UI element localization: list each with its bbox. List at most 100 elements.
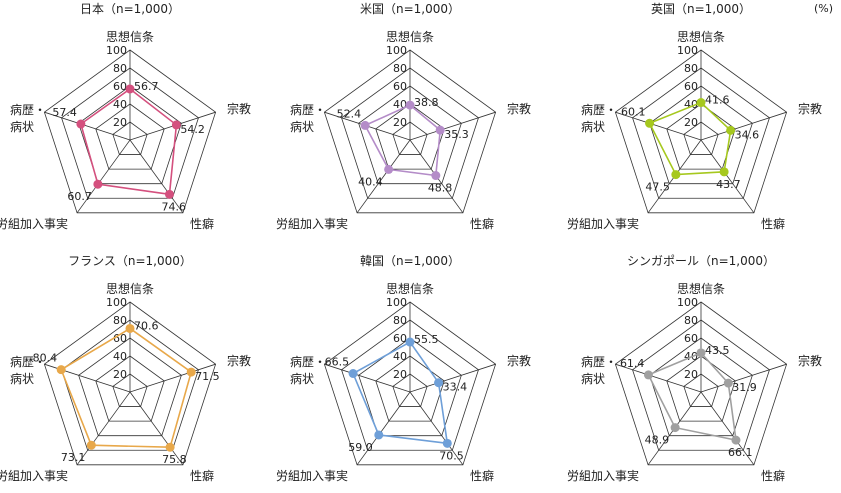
tick-label: 60 <box>393 80 407 93</box>
chart-title: 英国（n=1,000） <box>651 2 751 16</box>
axis-spoke <box>129 391 184 466</box>
data-point <box>435 125 445 135</box>
data-label: 75.8 <box>162 453 187 466</box>
axis-label: 労組加入事実 <box>276 468 348 483</box>
grid-ring <box>358 85 462 185</box>
axis-spoke <box>409 111 496 141</box>
axis-label: 宗教 <box>227 101 251 116</box>
grid-ring <box>61 319 199 451</box>
grid-ring <box>683 121 719 155</box>
tick-label: 100 <box>106 44 127 57</box>
axis-spoke <box>700 391 755 466</box>
axis-label: 思想信条 <box>106 281 154 296</box>
radar-chart-6: 2040608010043.531.966.148.961.4思想信条宗教性癖労… <box>567 254 822 483</box>
axis-label: 労組加入事実 <box>276 216 348 231</box>
grid-ring <box>649 337 753 437</box>
axis-label: 病歴・病状 <box>290 354 326 386</box>
series-line <box>79 87 178 196</box>
grid-ring <box>112 121 148 155</box>
grid-ring <box>341 67 479 199</box>
chart-title: フランス（n=1,000） <box>68 254 192 268</box>
axis-spoke <box>324 363 411 393</box>
grid-ring <box>632 319 770 451</box>
series-line <box>364 104 442 177</box>
axis-label: 病歴・病状 <box>581 102 617 134</box>
data-point <box>171 120 181 130</box>
grid-ring <box>375 103 445 170</box>
tick-label: 40 <box>393 350 407 363</box>
tick-label: 40 <box>113 350 127 363</box>
data-label: 56.7 <box>134 80 159 93</box>
data-point <box>76 119 86 129</box>
data-label: 52.4 <box>337 107 362 120</box>
data-point <box>164 189 174 199</box>
tick-label: 20 <box>113 368 127 381</box>
data-label: 47.5 <box>645 181 670 194</box>
series-line <box>60 327 193 449</box>
chart-title: 韓国（n=1,000） <box>360 254 460 268</box>
data-point <box>434 378 444 388</box>
data-label: 31.9 <box>732 381 757 394</box>
data-point <box>442 438 452 448</box>
grid-ring <box>95 103 165 170</box>
tick-label: 40 <box>113 98 127 111</box>
data-label: 66.5 <box>325 356 350 369</box>
series-line <box>352 341 449 445</box>
data-point <box>348 369 358 379</box>
data-label: 40.4 <box>358 175 383 188</box>
data-label: 80.4 <box>33 352 58 365</box>
axis-label: 労組加入事実 <box>0 468 68 483</box>
tick-label: 60 <box>684 332 698 345</box>
tick-label: 100 <box>386 44 407 57</box>
data-point <box>125 84 135 94</box>
grid-ring <box>614 301 788 466</box>
data-label: 54.2 <box>180 123 205 136</box>
radar-chart-4: 2040608010070.671.575.873.180.4思想信条宗教性癖労… <box>0 254 251 483</box>
data-label: 60.1 <box>621 105 646 118</box>
axis-spoke <box>44 111 131 141</box>
axis-spoke <box>700 139 755 214</box>
data-point <box>643 370 653 380</box>
data-point <box>86 440 96 450</box>
grid-ring <box>632 67 770 199</box>
grid-ring <box>43 49 217 214</box>
axis-spoke <box>700 111 787 141</box>
chart-title: シンガポール（n=1,000） <box>627 254 775 268</box>
data-label: 48.9 <box>645 434 670 447</box>
data-point <box>186 367 196 377</box>
axis-label: 思想信条 <box>386 29 434 44</box>
tick-label: 60 <box>113 80 127 93</box>
grid-ring <box>649 85 753 185</box>
tick-label: 100 <box>106 296 127 309</box>
axis-label: 性癖 <box>761 216 785 231</box>
grid-ring <box>683 373 719 407</box>
axis-spoke <box>700 363 787 393</box>
data-label: 60.7 <box>67 190 92 203</box>
data-point <box>384 164 394 174</box>
tick-label: 20 <box>113 116 127 129</box>
data-label: 55.5 <box>414 333 439 346</box>
data-label: 48.8 <box>428 182 453 195</box>
series-line <box>647 351 737 442</box>
data-label: 71.5 <box>195 370 220 383</box>
axis-label: 宗教 <box>507 353 531 368</box>
data-point <box>671 170 681 180</box>
grid-ring <box>614 49 788 214</box>
axis-label: 病歴・病状 <box>581 354 617 386</box>
grid-ring <box>392 373 428 407</box>
data-point <box>731 435 741 445</box>
data-label: 33.4 <box>443 381 468 394</box>
data-label: 74.6 <box>161 200 186 213</box>
axis-spoke <box>129 139 184 214</box>
axis-spoke <box>76 139 131 214</box>
axis-spoke <box>129 363 216 393</box>
data-point <box>405 337 415 347</box>
grid-ring <box>78 85 182 185</box>
tick-label: 20 <box>393 116 407 129</box>
tick-label: 20 <box>684 368 698 381</box>
data-label: 73.1 <box>61 451 86 464</box>
grid-ring <box>666 355 736 422</box>
grid-ring <box>375 355 445 422</box>
grid-ring <box>392 121 428 155</box>
data-label: 43.5 <box>705 344 730 357</box>
